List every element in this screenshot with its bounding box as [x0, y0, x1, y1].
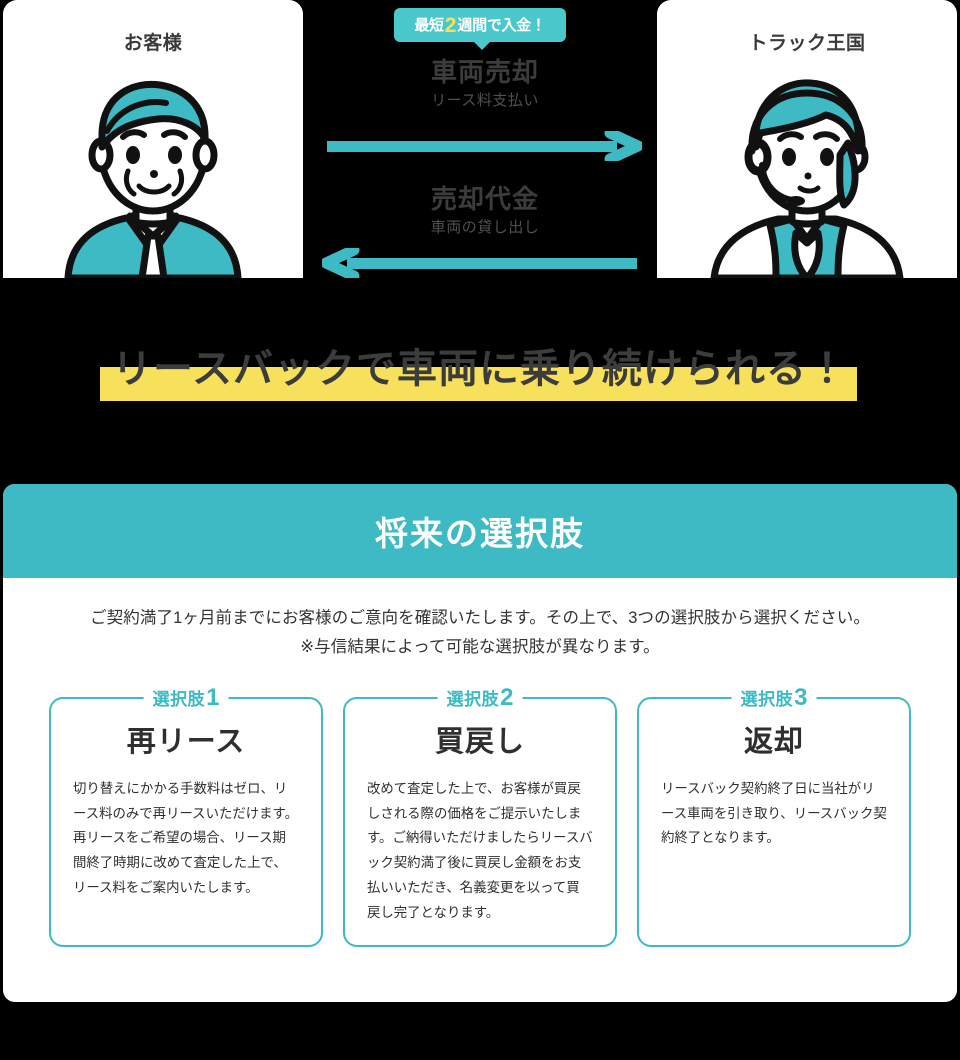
- flow-subtitle-sell: リース料支払い: [431, 91, 539, 109]
- flow-title-payment: 売却代金: [430, 184, 539, 214]
- panel-header: 将来の選択肢: [3, 484, 957, 578]
- panel-description: ご契約満了1ヶ月前までにお客様のご意向を確認いたします。その上で、3つの選択肢か…: [31, 604, 929, 662]
- flow-label-payment: 売却代金 車両の貸し出し: [320, 185, 650, 236]
- option-badge-label-3: 選択肢: [740, 690, 794, 709]
- company-label: トラック王国: [748, 33, 866, 54]
- option-card-1[interactable]: 選択肢 1 再リース 切り替えにかかる手数料はゼロ、リース料のみで再リースいただ…: [49, 686, 323, 947]
- option-badge-label-1: 選択肢: [152, 690, 206, 709]
- arrow-right-icon: [327, 131, 642, 161]
- option-badge-number-1: 1: [206, 684, 220, 711]
- flow-subtitle-payment: 車両の貸し出し: [430, 218, 540, 236]
- option-badge-1: 選択肢 1: [143, 684, 229, 711]
- badge-number: 2: [444, 13, 457, 37]
- option-body-2: 改めて査定した上で、お客様が買戻しされる際の価格をご提示いたします。ご納得いただ…: [367, 780, 593, 920]
- future-options-panel: 将来の選択肢 ご契約満了1ヶ月前までにお客様のご意向を確認いたします。その上で、…: [3, 484, 957, 1002]
- option-card-2[interactable]: 選択肢 2 買戻し 改めて査定した上で、お客様が買戻しされる際の価格をご提示いた…: [343, 686, 617, 947]
- option-title-1: 再リース: [126, 726, 246, 758]
- option-card-3[interactable]: 選択肢 3 返却 リースバック契約終了日に当社がリース車両を引き取り、リースバッ…: [637, 686, 911, 947]
- arrow-left-icon: [322, 248, 637, 278]
- flow-diagram: お客様: [0, 0, 960, 285]
- headline-highlight: [100, 367, 857, 401]
- customer-card: お客様: [3, 0, 303, 278]
- company-card: トラック王国: [657, 0, 957, 278]
- option-badge-number-3: 3: [794, 684, 808, 711]
- option-title-2: 買戻し: [434, 726, 525, 758]
- panel-description-line1: ご契約満了1ヶ月前までにお客様のご意向を確認いたします。その上で、3つの選択肢か…: [90, 609, 870, 627]
- option-title-3: 返却: [743, 726, 804, 758]
- option-card-list: 選択肢 1 再リース 切り替えにかかる手数料はゼロ、リース料のみで再リースいただ…: [49, 686, 911, 947]
- option-badge-2: 選択肢 2: [437, 684, 523, 711]
- option-body-3: リースバック契約終了日に当社がリース車両を引き取り、リースバック契約終了となりま…: [661, 780, 887, 846]
- customer-label: お客様: [123, 33, 183, 54]
- panel-title: 将来の選択肢: [375, 515, 585, 552]
- headline: リースバックで車両に乗り続けられる！: [0, 338, 960, 418]
- operator-avatar-icon: [692, 73, 922, 278]
- option-badge-number-2: 2: [500, 684, 514, 711]
- badge-suffix: 週間で入金！: [457, 16, 546, 34]
- flow-label-sell: 車両売却 リース料支払い: [320, 58, 650, 109]
- option-body-1: 切り替えにかかる手数料はゼロ、リース料のみで再リースいただけます。再リースをご希…: [73, 780, 298, 896]
- option-badge-3: 選択肢 3: [731, 684, 817, 711]
- option-badge-label-2: 選択肢: [446, 690, 500, 709]
- panel-description-line2: ※与信結果によって可能な選択肢が異なります。: [300, 637, 660, 656]
- customer-avatar-icon: [38, 73, 268, 278]
- badge-prefix: 最短: [414, 16, 444, 34]
- headline-text: リースバックで車両に乗り続けられる！: [112, 347, 848, 391]
- payout-speed-badge: 最短 2 週間で入金！: [394, 8, 566, 42]
- flow-title-sell: 車両売却: [430, 57, 539, 87]
- badge-pointer-icon: [473, 41, 491, 50]
